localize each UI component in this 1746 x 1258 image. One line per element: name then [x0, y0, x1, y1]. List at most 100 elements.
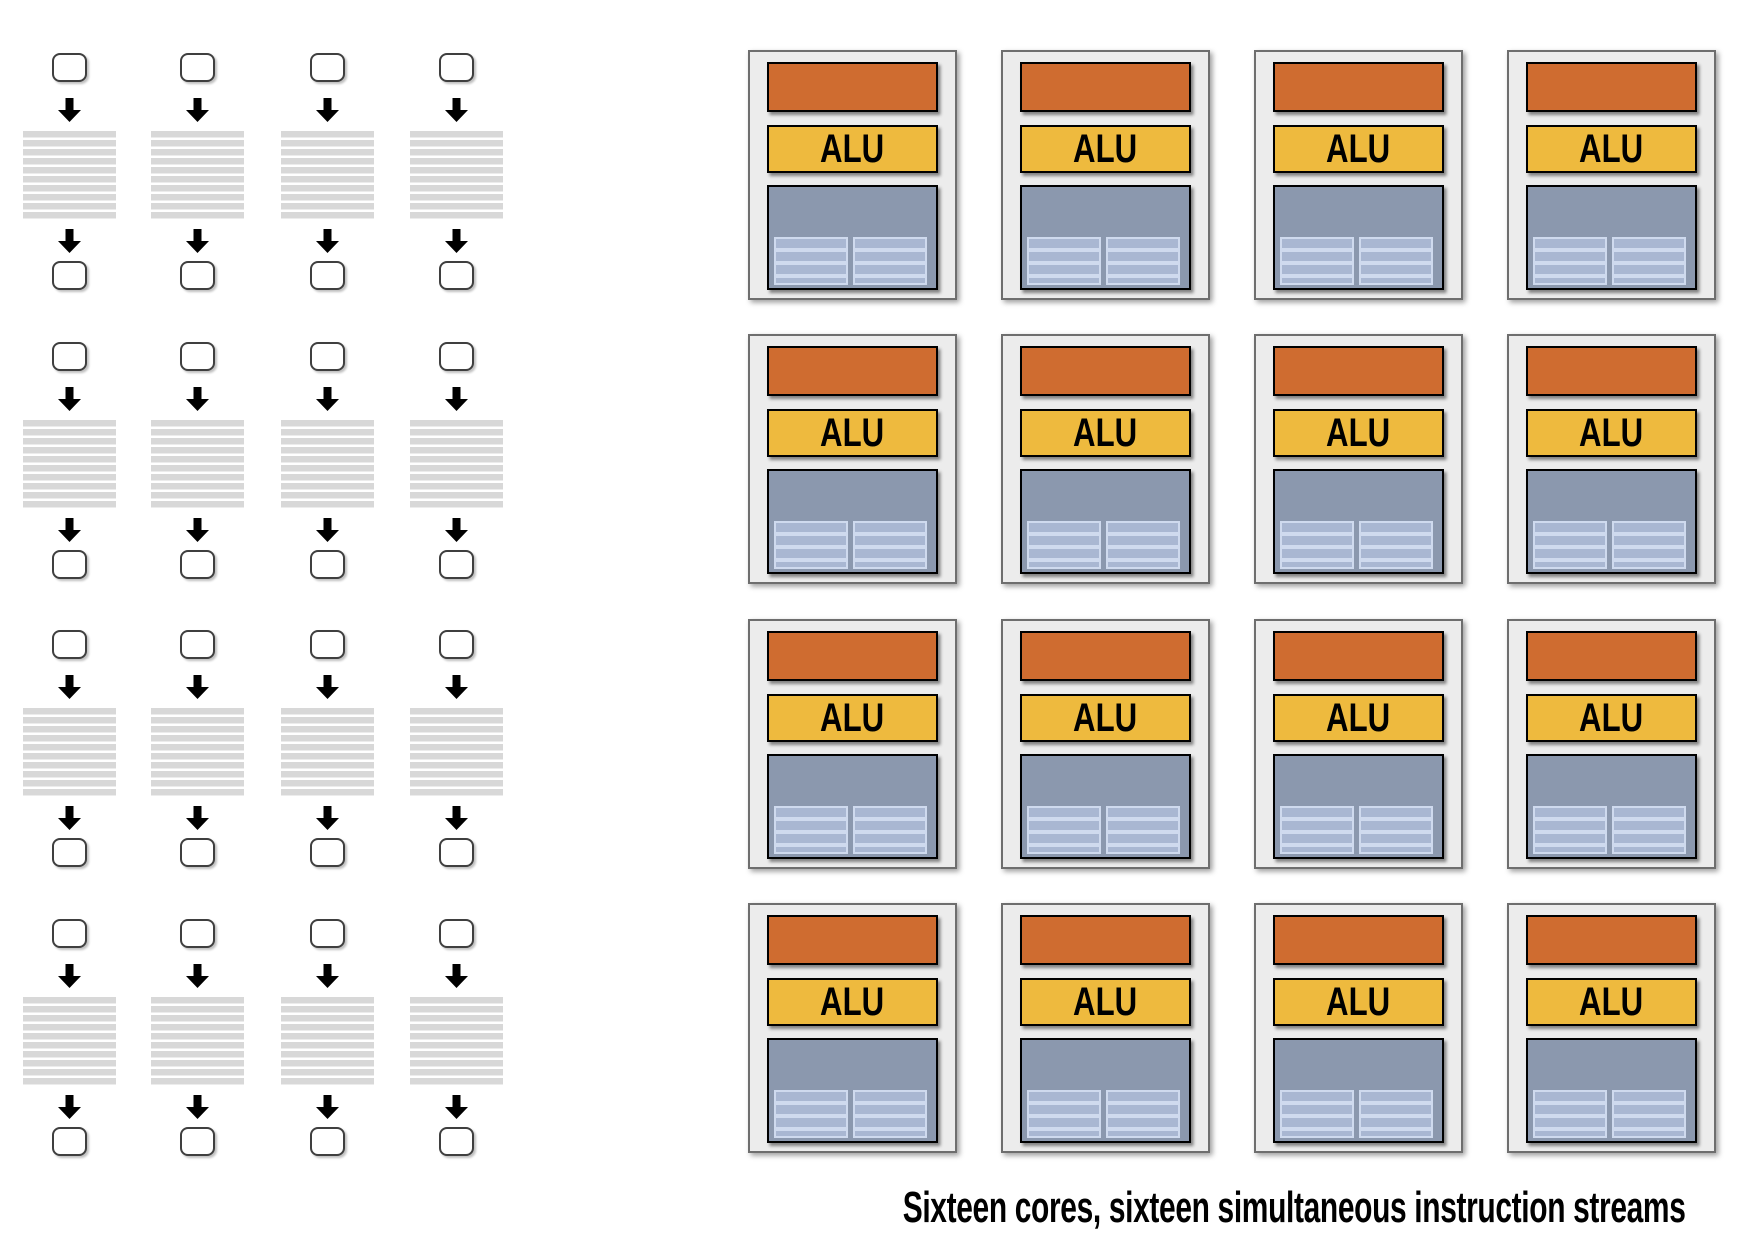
instruction-stream	[151, 630, 244, 868]
core: ALU	[748, 334, 957, 584]
down-arrow-icon	[58, 675, 81, 699]
stream-start-node	[439, 342, 474, 371]
down-arrow-icon	[186, 1095, 209, 1119]
context-slot	[1359, 521, 1433, 569]
context-slot	[1612, 237, 1686, 285]
fetch-decode-unit	[767, 631, 938, 681]
down-arrow-icon	[445, 964, 468, 988]
instruction-block	[151, 131, 244, 220]
core: ALU	[1001, 903, 1210, 1153]
down-arrow-icon	[58, 229, 81, 253]
instruction-block	[151, 420, 244, 509]
instruction-block	[281, 131, 374, 220]
alu-label: ALU	[1326, 696, 1391, 740]
stream-end-node	[439, 1127, 474, 1156]
fetch-decode-unit	[1273, 62, 1444, 112]
context-slot	[1280, 237, 1354, 285]
fetch-decode-unit	[1273, 346, 1444, 396]
context-slot	[853, 521, 927, 569]
fetch-decode-unit	[1020, 62, 1191, 112]
stream-end-node	[52, 1127, 87, 1156]
execution-context-unit	[1273, 469, 1444, 574]
instruction-stream	[151, 342, 244, 580]
stream-end-node	[310, 838, 345, 867]
stream-start-node	[180, 630, 215, 659]
alu-unit: ALU	[1273, 409, 1444, 457]
stream-start-node	[439, 53, 474, 82]
stream-end-node	[52, 261, 87, 290]
down-arrow-icon	[316, 229, 339, 253]
alu-unit: ALU	[767, 694, 938, 742]
down-arrow-icon	[445, 518, 468, 542]
instruction-block	[23, 997, 116, 1086]
context-slot	[1280, 521, 1354, 569]
context-slot	[1027, 1090, 1101, 1138]
alu-label: ALU	[1073, 696, 1138, 740]
fetch-decode-unit	[1526, 62, 1697, 112]
stream-end-node	[310, 550, 345, 579]
instruction-block	[281, 420, 374, 509]
stream-start-node	[310, 919, 345, 948]
alu-label: ALU	[820, 411, 885, 455]
context-slot	[1612, 521, 1686, 569]
core: ALU	[748, 50, 957, 300]
execution-context-unit	[1020, 1038, 1191, 1143]
alu-label: ALU	[1579, 127, 1644, 171]
down-arrow-icon	[186, 806, 209, 830]
stream-start-node	[439, 919, 474, 948]
fetch-decode-unit	[1273, 631, 1444, 681]
core: ALU	[1254, 334, 1463, 584]
alu-unit: ALU	[1526, 409, 1697, 457]
stream-end-node	[180, 261, 215, 290]
down-arrow-icon	[445, 1095, 468, 1119]
alu-unit: ALU	[1020, 694, 1191, 742]
down-arrow-icon	[58, 1095, 81, 1119]
down-arrow-icon	[316, 387, 339, 411]
context-slot	[853, 237, 927, 285]
core: ALU	[1254, 619, 1463, 869]
instruction-stream	[281, 342, 374, 580]
alu-label: ALU	[1326, 980, 1391, 1024]
context-slot	[1106, 806, 1180, 854]
alu-unit: ALU	[1526, 125, 1697, 173]
caption-text: Sixteen cores, sixteen simultaneous inst…	[902, 1183, 1686, 1232]
stream-start-node	[439, 630, 474, 659]
execution-context-unit	[1526, 1038, 1697, 1143]
core: ALU	[748, 619, 957, 869]
instruction-block	[410, 708, 503, 797]
stream-start-node	[310, 342, 345, 371]
down-arrow-icon	[445, 229, 468, 253]
alu-label: ALU	[1579, 980, 1644, 1024]
alu-label: ALU	[820, 696, 885, 740]
down-arrow-icon	[186, 964, 209, 988]
stream-end-node	[439, 838, 474, 867]
instruction-stream	[281, 630, 374, 868]
context-slot	[1612, 806, 1686, 854]
core: ALU	[1254, 50, 1463, 300]
context-slot	[1027, 521, 1101, 569]
fetch-decode-unit	[1526, 631, 1697, 681]
context-slot	[1027, 237, 1101, 285]
stream-end-node	[180, 550, 215, 579]
execution-context-unit	[1020, 185, 1191, 290]
instruction-stream	[23, 919, 116, 1157]
alu-unit: ALU	[1273, 978, 1444, 1026]
context-slot	[1106, 237, 1180, 285]
down-arrow-icon	[186, 98, 209, 122]
alu-unit: ALU	[1526, 694, 1697, 742]
down-arrow-icon	[186, 387, 209, 411]
context-slot	[1280, 806, 1354, 854]
execution-context-unit	[1273, 1038, 1444, 1143]
alu-label: ALU	[1579, 696, 1644, 740]
down-arrow-icon	[445, 806, 468, 830]
down-arrow-icon	[58, 964, 81, 988]
stream-start-node	[52, 53, 87, 82]
stream-end-node	[310, 1127, 345, 1156]
down-arrow-icon	[445, 98, 468, 122]
stream-start-node	[180, 53, 215, 82]
fetch-decode-unit	[767, 62, 938, 112]
context-slot	[1359, 237, 1433, 285]
context-slot	[774, 806, 848, 854]
